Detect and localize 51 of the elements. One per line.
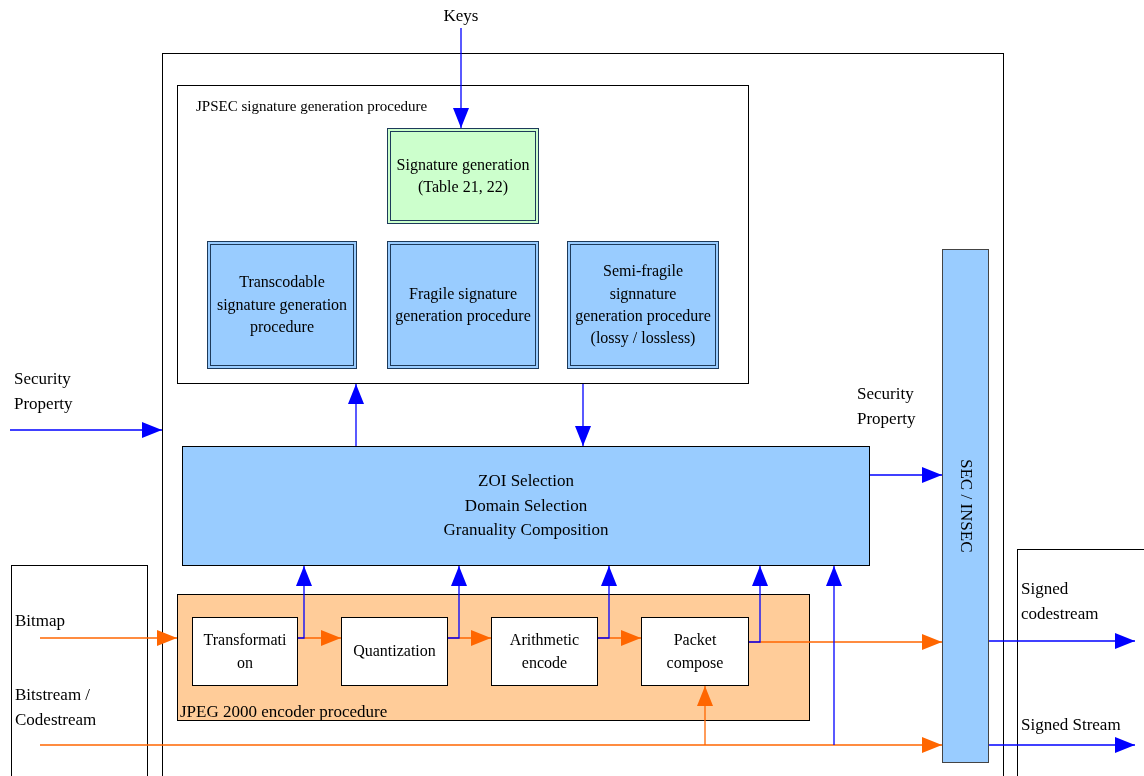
node-label: Transcodable signature generation procedure xyxy=(215,272,349,338)
frame-box xyxy=(162,53,1004,776)
frame-box xyxy=(1017,549,1144,776)
arrow xyxy=(697,685,713,746)
arrow xyxy=(575,383,591,447)
group-box xyxy=(177,594,810,721)
node-label: SEC / INSEC xyxy=(955,459,976,553)
arrow xyxy=(348,383,364,447)
process-box xyxy=(182,446,870,566)
node-label: Domain Selection xyxy=(464,494,588,517)
process-box xyxy=(567,241,719,369)
node-label: Transformati on xyxy=(202,630,288,673)
arrow xyxy=(39,630,178,646)
group-title: JPSEC signature generation procedure xyxy=(196,98,428,115)
arrow xyxy=(988,737,1136,753)
process-box xyxy=(641,617,749,686)
edge-label: Security Property xyxy=(857,383,917,430)
process-box xyxy=(387,128,539,224)
process-box xyxy=(341,617,448,686)
arrow xyxy=(39,737,943,753)
arrow xyxy=(296,565,312,639)
node-label: Arithmetic encode xyxy=(508,630,581,673)
arrow xyxy=(447,565,467,639)
arrow xyxy=(826,565,842,746)
edge-label: Signed codestream xyxy=(1021,578,1100,625)
edge-label: Bitmap xyxy=(15,610,67,632)
node-label: Semi-fragile signnature generation procedure (lossy / lossless) xyxy=(574,261,712,349)
arrow xyxy=(869,467,943,483)
group-box xyxy=(177,85,749,384)
edge-label: Signed Stream xyxy=(1021,714,1122,736)
edge-label: Bitstream / Codestream xyxy=(15,684,98,731)
node-label: Packet compose xyxy=(665,630,725,674)
node-label: Fragile signature generation procedure xyxy=(394,283,532,327)
arrow xyxy=(597,565,617,639)
arrow xyxy=(453,27,469,129)
edge-label: Security Property xyxy=(14,368,74,415)
process-box xyxy=(387,241,539,369)
node-label: Signature generation (Table 21, 22) xyxy=(395,154,531,198)
arrow xyxy=(9,422,163,438)
input-label: Keys xyxy=(443,5,479,28)
process-bar xyxy=(942,249,989,763)
process-box xyxy=(192,617,298,686)
process-box xyxy=(207,241,357,369)
group-title: JPEG 2000 encoder procedure xyxy=(180,702,388,722)
arrow xyxy=(748,565,768,643)
process-box xyxy=(491,617,598,686)
node-label: ZOI Selection xyxy=(478,470,574,493)
arrow xyxy=(988,633,1136,649)
node-label: Quantization xyxy=(353,641,436,662)
node-label: Granuality Composition xyxy=(443,519,609,542)
frame-box xyxy=(11,565,148,776)
